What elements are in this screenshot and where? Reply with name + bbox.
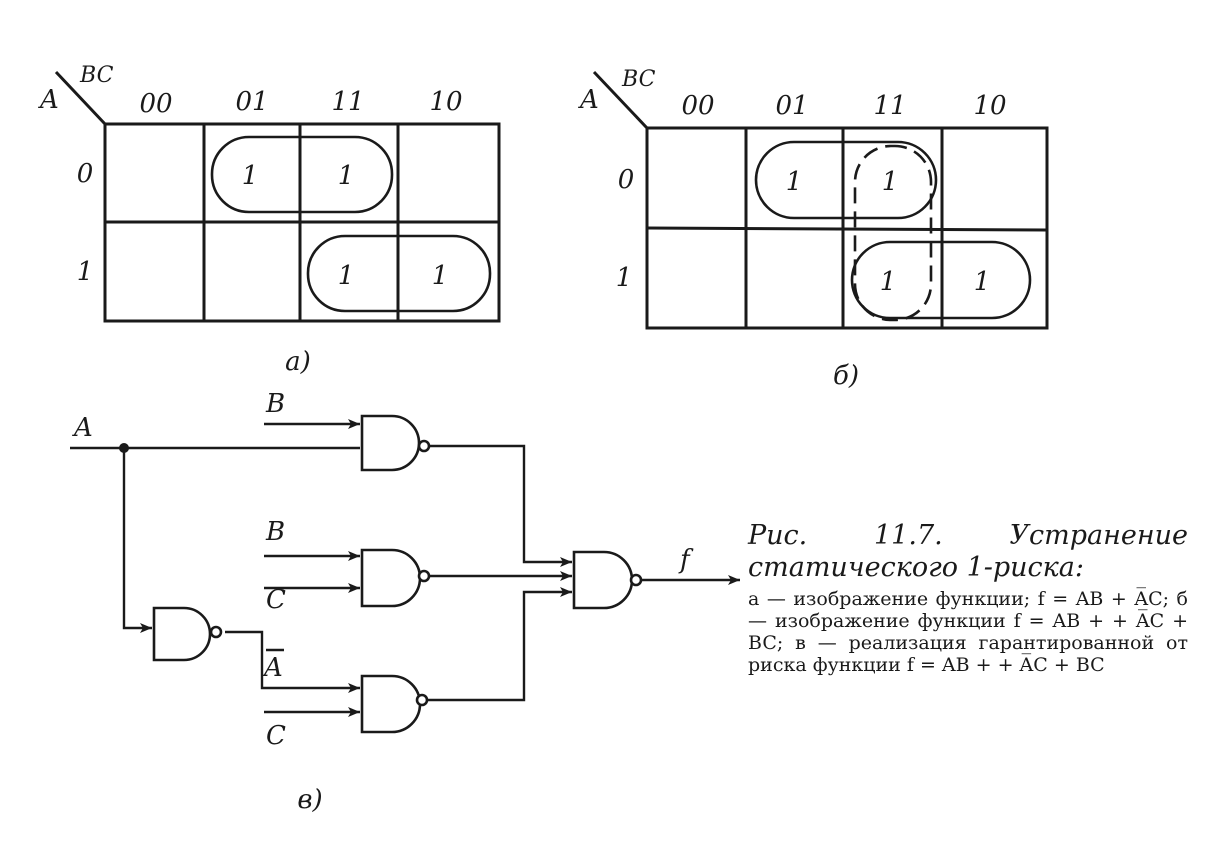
inversion-bubble xyxy=(417,439,431,453)
kmap-b-cell-0-01: 1 xyxy=(786,167,803,197)
kmap-a-group-loop-row1 xyxy=(306,234,492,313)
kmap-a-cell-1-10: 1 xyxy=(432,261,449,291)
kmap-b-sublabel: б) xyxy=(833,361,859,391)
inversion-bubble xyxy=(417,569,431,583)
circuit-input-c1-label: C xyxy=(266,585,286,615)
caption-body: а — изображение функции; f = AB + A̅C; б… xyxy=(748,588,1188,676)
nand-gate-bc xyxy=(360,548,431,608)
kmap-a-group-loop-row0 xyxy=(210,135,394,214)
circuit-sublabel: в) xyxy=(297,785,322,815)
kmap-a-cell-0-01: 1 xyxy=(242,161,259,191)
kmap-a-sublabel: а) xyxy=(285,347,311,377)
kmap-a-column-variables: BC xyxy=(79,63,114,88)
kmap-a-row-label-1: 1 xyxy=(77,257,94,287)
logic-circuit: A B B C C A f xyxy=(70,389,740,815)
circuit-input-a-label: A xyxy=(72,413,93,443)
circuit-input-c2-label: C xyxy=(266,721,286,751)
kmap-b-row-label-0: 0 xyxy=(618,165,635,195)
figure-caption: Рис. 11.7. Устранение статического 1-рис… xyxy=(748,520,1188,676)
kmap-a-col-label-00: 00 xyxy=(139,89,172,119)
kmap-b-col-label-01: 01 xyxy=(775,91,808,121)
nand-gate-output xyxy=(572,550,643,610)
kmap-b-col-label-11: 11 xyxy=(873,91,906,121)
kmap-a-col-label-01: 01 xyxy=(235,87,268,117)
circuit-input-b1-label: B xyxy=(265,389,285,419)
kmap-b-grid-line xyxy=(646,226,1048,232)
nand-gate-a-bar-c xyxy=(360,674,429,734)
kmap-a-cell-1-11: 1 xyxy=(338,261,355,291)
kmap-b-corner-diagonal xyxy=(592,70,649,130)
wire-a-to-inverter xyxy=(122,448,152,633)
kmap-a-col-label-11: 11 xyxy=(331,87,364,117)
wire-gate3-to-output-gate xyxy=(424,587,572,702)
kmap-a-row-label-0: 0 xyxy=(77,159,94,189)
inversion-bubble xyxy=(209,625,223,639)
kmap-b-group-loop-row1 xyxy=(850,240,1032,320)
circuit-output-label: f xyxy=(678,545,694,575)
inversion-bubble xyxy=(415,693,429,707)
wire-inverter-to-gate3 xyxy=(225,630,360,693)
kmap-b-cell-1-11: 1 xyxy=(880,267,897,297)
caption-title: Рис. 11.7. Устранение статического 1-рис… xyxy=(748,520,1188,583)
nand-gate-ab xyxy=(360,414,431,472)
kmap-b-group-loop-row0 xyxy=(754,140,938,220)
kmap-a-col-label-10: 10 xyxy=(429,87,462,117)
karnaugh-map-b: A BC 00 01 11 10 0 1 1 1 1 1 б) xyxy=(578,67,1049,391)
kmap-a-corner-diagonal xyxy=(54,70,107,126)
kmap-b-column-variables: BC xyxy=(621,67,656,92)
kmap-a-cell-0-11: 1 xyxy=(338,161,355,191)
kmap-b-row-label-1: 1 xyxy=(616,263,633,293)
circuit-signal-a-bar-label: A xyxy=(262,653,283,683)
kmap-b-col-label-00: 00 xyxy=(681,91,714,121)
kmap-b-row-variable: A xyxy=(578,85,599,115)
kmap-b-cell-0-11: 1 xyxy=(882,167,899,197)
kmap-b-group-loop-dashed-bc xyxy=(853,144,933,322)
kmap-a-row-variable: A xyxy=(38,85,59,115)
kmap-b-col-label-10: 10 xyxy=(973,91,1006,121)
nand-gate-inverter-a xyxy=(152,606,223,662)
karnaugh-map-a: A BC 00 01 11 10 0 1 1 1 1 1 а) xyxy=(38,63,501,377)
wire-gate1-to-output-gate xyxy=(426,444,572,567)
circuit-input-b2-label: B xyxy=(265,517,285,547)
kmap-b-cell-1-10: 1 xyxy=(974,267,991,297)
inversion-bubble xyxy=(629,573,643,587)
